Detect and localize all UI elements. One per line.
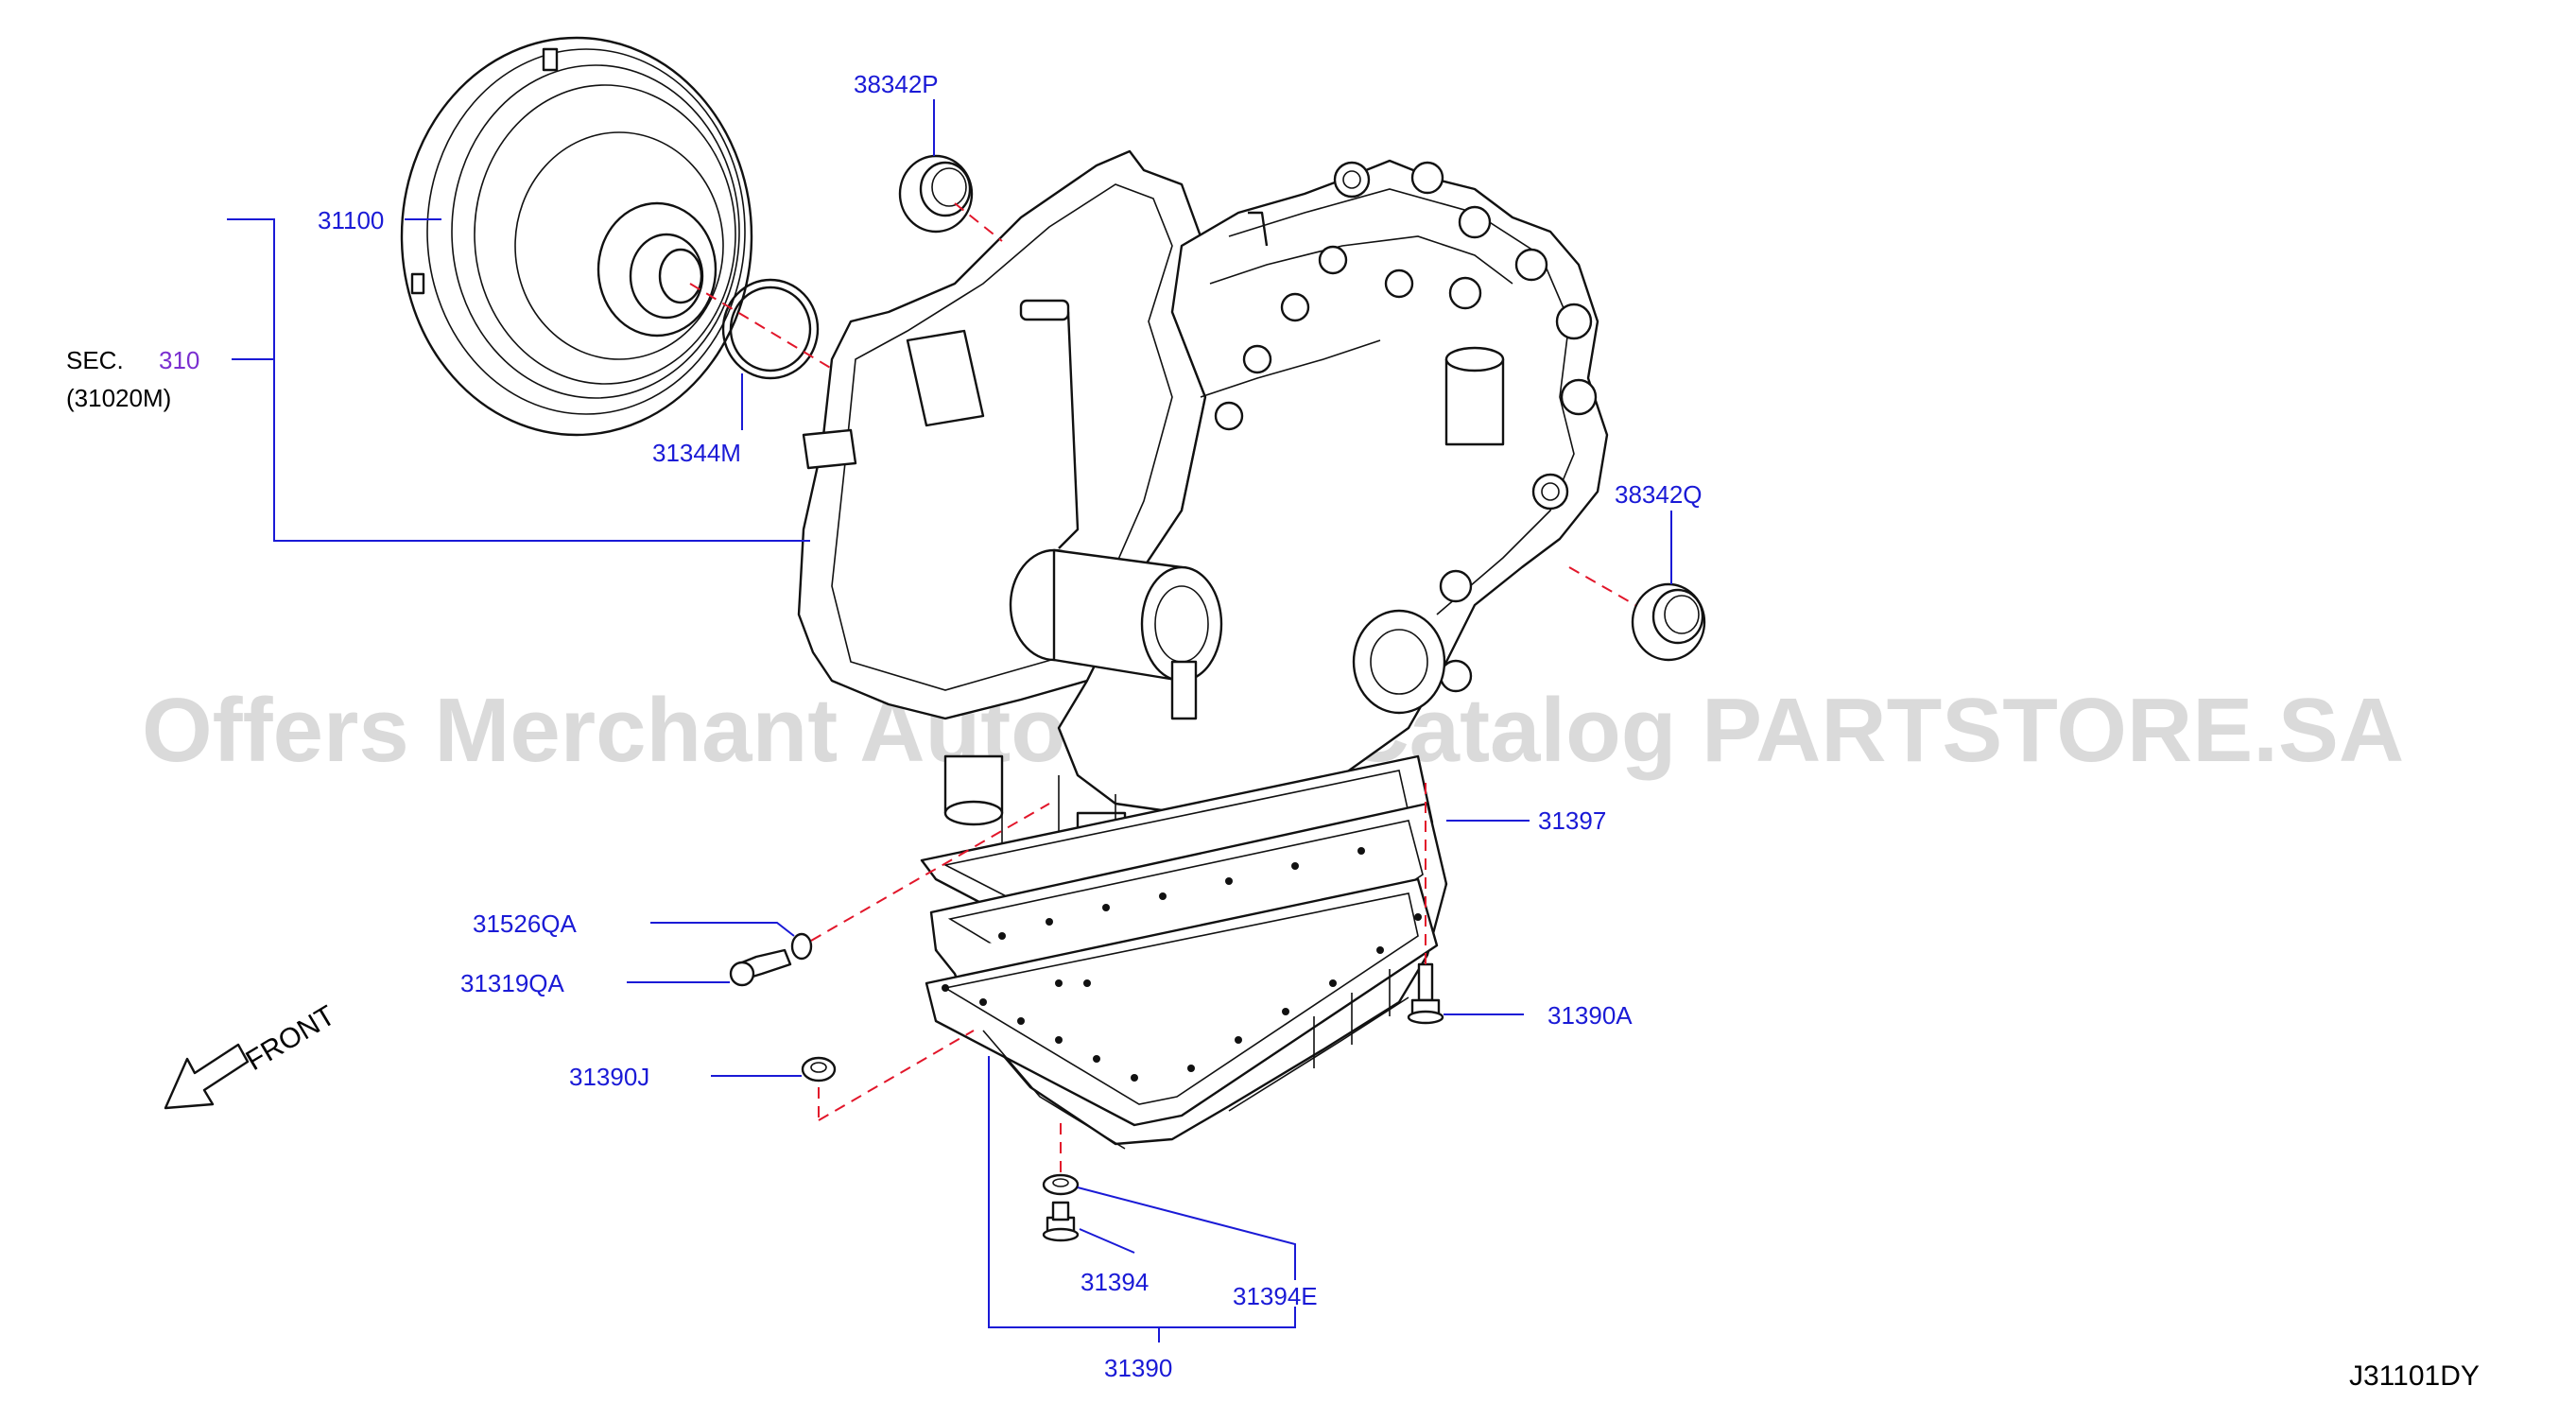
front-arrow-icon — [164, 1043, 250, 1110]
callout-38342p[interactable]: 38342P — [854, 70, 939, 98]
callout-31390a[interactable]: 31390A — [1547, 1001, 1633, 1030]
washer-31390j-drawing — [801, 1056, 837, 1083]
front-label: FRONT — [241, 999, 341, 1077]
oil-pan-drawing — [925, 802, 1448, 1150]
section-code: (31020M) — [66, 384, 171, 412]
section-link-310[interactable]: 310 — [159, 346, 199, 374]
o-ring-31344m-drawing — [721, 278, 820, 380]
drain-plug-31394-drawing — [1042, 1201, 1080, 1242]
washer-31394e-drawing — [1042, 1173, 1080, 1196]
callout-31100[interactable]: 31100 — [318, 206, 384, 234]
callout-38342q[interactable]: 38342Q — [1615, 480, 1703, 509]
callout-31319qa[interactable]: 31319QA — [460, 969, 565, 997]
callout-31397[interactable]: 31397 — [1538, 806, 1606, 835]
section-prefix: SEC. — [66, 346, 124, 374]
callout-31390[interactable]: 31390 — [1104, 1354, 1172, 1382]
callout-31526qa[interactable]: 31526QA — [473, 909, 578, 938]
callout-31390j[interactable]: 31390J — [569, 1063, 649, 1091]
torque-converter-drawing — [400, 36, 753, 437]
alignment-guides — [689, 202, 1636, 1172]
oil-seal-38342p-drawing — [898, 154, 974, 234]
callout-31394e[interactable]: 31394E — [1233, 1282, 1318, 1310]
callout-31344m[interactable]: 31344M — [652, 439, 741, 467]
oil-seal-38342q-drawing — [1631, 582, 1706, 662]
diagram-id: J31101DY — [2349, 1360, 2480, 1392]
callout-31394[interactable]: 31394 — [1081, 1268, 1149, 1296]
leader-lines — [227, 99, 1672, 1342]
o-ring-31526qa-drawing — [790, 932, 813, 961]
bolt-31319qa-drawing — [729, 948, 792, 987]
